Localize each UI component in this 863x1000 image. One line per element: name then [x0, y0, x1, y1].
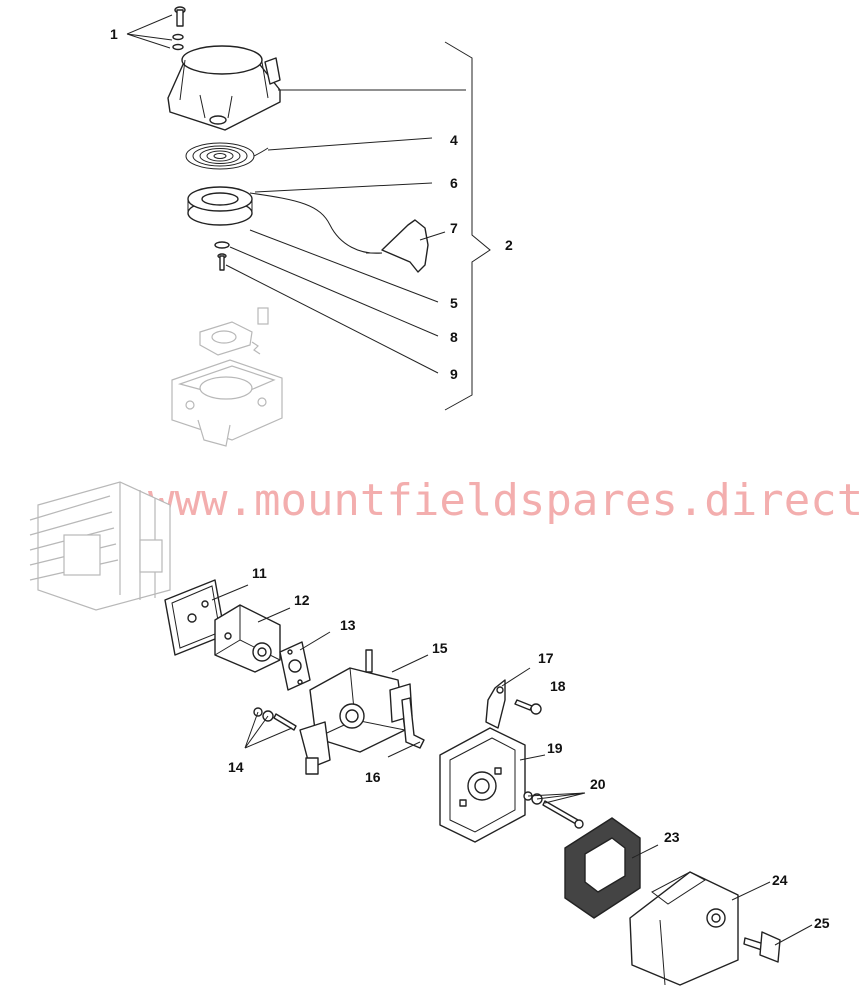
filter-element-23 — [564, 817, 641, 919]
starter-cover — [167, 45, 281, 131]
callout-labels: 1 4 6 7 2 5 8 9 11 12 13 15 17 18 14 19 … — [110, 26, 830, 931]
starter-rope — [249, 192, 383, 254]
callout-18: 18 — [550, 678, 566, 694]
washer-8 — [214, 241, 230, 249]
callout-19: 19 — [547, 740, 563, 756]
callout-13: 13 — [340, 617, 356, 633]
callout-11: 11 — [252, 565, 267, 581]
screw-9 — [217, 253, 227, 271]
screw-18 — [514, 699, 542, 715]
gasket-11 — [164, 579, 226, 656]
bracket-2 — [444, 41, 491, 411]
callout-12: 12 — [294, 592, 310, 608]
watermark: www.mountfieldspares.direct — [148, 475, 863, 526]
link-16 — [401, 697, 425, 749]
callout-14: 14 — [228, 759, 244, 775]
ghost-pawl-assembly — [199, 307, 269, 356]
bracket-17 — [485, 679, 506, 729]
carburettor-15 — [299, 649, 413, 775]
rope-pulley — [187, 186, 253, 226]
starter-screw-1 — [172, 6, 186, 51]
callout-5: 5 — [450, 295, 458, 311]
screws-14 — [253, 707, 297, 731]
gasket-13 — [279, 641, 311, 691]
callout-4: 4 — [450, 132, 458, 148]
callout-23: 23 — [664, 829, 680, 845]
callout-6: 6 — [450, 175, 458, 191]
recoil-spring — [185, 142, 269, 170]
leader-lines-upper — [126, 14, 466, 374]
callout-25: 25 — [814, 915, 830, 931]
callout-16: 16 — [365, 769, 381, 785]
ghost-cylinder — [29, 481, 171, 611]
ghost-engine-housing — [171, 359, 283, 447]
callout-7: 7 — [450, 220, 458, 236]
callout-17: 17 — [538, 650, 554, 666]
callout-15: 15 — [432, 640, 448, 656]
callout-2: 2 — [505, 237, 513, 253]
callout-24: 24 — [772, 872, 788, 888]
filter-cover-24 — [629, 871, 739, 986]
callout-20: 20 — [590, 776, 606, 792]
insulator-12 — [214, 604, 281, 673]
callout-9: 9 — [450, 366, 458, 382]
callout-1: 1 — [110, 26, 118, 42]
leader-lines-lower — [211, 584, 813, 946]
starter-handle — [366, 219, 429, 273]
knob-25 — [743, 931, 781, 963]
screws-20 — [523, 791, 584, 829]
callout-8: 8 — [450, 329, 458, 345]
air-filter-base-19 — [439, 727, 526, 843]
